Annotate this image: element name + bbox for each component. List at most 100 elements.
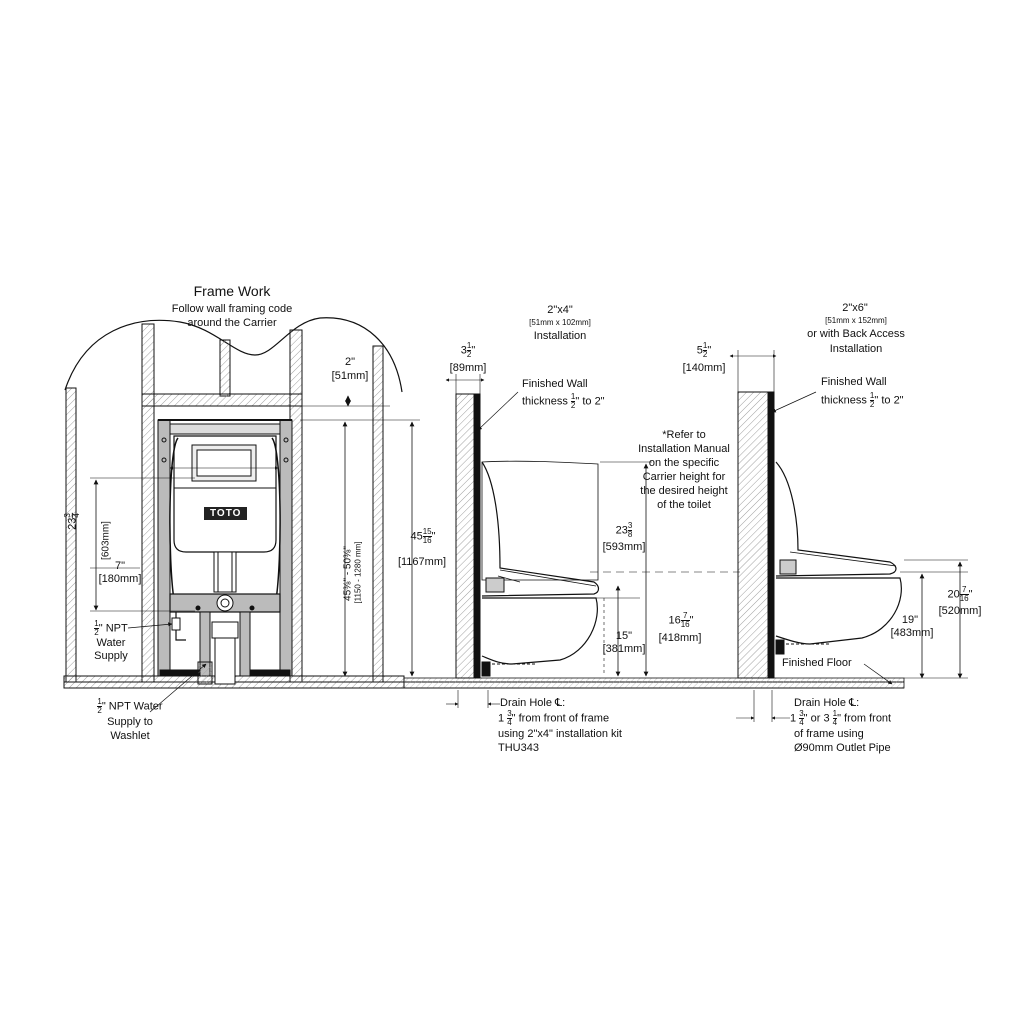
install-2x4-drawing (445, 374, 740, 708)
dim-45-num: 15 (422, 527, 432, 537)
fw-2x4-num: 1 (570, 392, 576, 402)
dim-7in-mm: [180mm] (98, 573, 142, 585)
drain-2x6-c: " from front (837, 712, 892, 725)
npt1-line2: Water (96, 637, 126, 649)
dim-5-whole: 5 (696, 344, 703, 357)
dim-16-den: 16 (680, 620, 690, 629)
install-2x6-drawing (403, 350, 968, 722)
fw-2x6-den: 2 (869, 400, 875, 409)
drain-2x4-line-4: THU343 (498, 742, 539, 754)
frame-work-title: Frame Work (193, 283, 271, 299)
install-2x4-mm: [51mm x 102mm] (529, 318, 591, 327)
frame-work-note-2: around the Carrier (187, 317, 277, 329)
install-2x6-sub-1: or with Back Access (807, 328, 905, 340)
drain-2x4-line-1: Drain Hole ℄: (500, 697, 566, 709)
dim-23b-num: 3 (627, 521, 633, 531)
dim-45-mm: [1167mm] (397, 556, 447, 568)
drain-2x6-num1: 3 (799, 709, 804, 719)
npt2-line1: " NPT Water (101, 700, 163, 713)
refer-line-4: Carrier height for (642, 471, 726, 483)
refer-line-6: of the toilet (657, 499, 711, 511)
drain-2x4-den: 4 (507, 718, 512, 727)
npt1-num: 1 (94, 619, 99, 629)
refer-line-1: *Refer to (662, 429, 706, 441)
dim-7in: 7" (114, 560, 126, 572)
dim-45-whole: 45 (410, 530, 423, 543)
drain-2x6-b: " or 3 (803, 712, 833, 725)
drain-2x6-line-1: Drain Hole ℄: (794, 697, 860, 709)
dim-2in: 2" (344, 356, 356, 368)
dim-5-num: 1 (702, 341, 708, 351)
refer-line-5: the desired height (640, 485, 728, 497)
dim-5-mm: [140mm] (682, 362, 726, 374)
install-2x4-sub: Installation (533, 330, 587, 342)
drain-2x6-num2: 1 (832, 709, 838, 719)
dim-23b-mm: [593mm] (602, 541, 646, 553)
dim-15-mm: [381mm] (602, 643, 646, 655)
dim-3-whole: 3 (460, 344, 467, 357)
dim-23b-whole: 23 (615, 524, 628, 537)
dim-5-den: 2 (702, 350, 708, 359)
fw-2x4-b: " to 2" (575, 395, 605, 408)
fw-2x4-den: 2 (570, 401, 576, 410)
dim-23-den: 4 (71, 513, 81, 518)
dim-20-mm: [520mm] (938, 605, 982, 617)
npt1-line3: Supply (94, 650, 128, 662)
refer-line-3: on the specific (648, 457, 720, 469)
dim-20-num: 7 (959, 586, 969, 595)
npt2-num: 1 (97, 697, 102, 707)
dim-3-mm: [89mm] (449, 362, 487, 374)
fw-2x6-a: thickness (821, 394, 870, 407)
frame-work-drawing (63, 317, 904, 713)
install-2x6-sub-2: Installation (829, 343, 883, 355)
drain-2x4-b: " from front of frame (511, 712, 610, 725)
drain-2x4-num: 3 (507, 709, 512, 719)
dim-20-whole: 20 (947, 588, 960, 601)
dim-16-mm: [418mm] (658, 632, 702, 644)
dim-range-mm: [1150 - 1280 mm] (353, 541, 363, 604)
dim-2in-mm: [51mm] (331, 370, 369, 382)
refer-note: *Refer to Installation Manual on the spe… (626, 428, 742, 512)
dim-range: 45⅜" - 50⅜" (342, 546, 354, 601)
dim-15: 15" (615, 630, 633, 642)
drain-2x6-line-3: of frame using (794, 728, 864, 740)
dim-20-den: 16 (959, 594, 969, 603)
finished-wall-2x4-line1: Finished Wall (522, 378, 588, 390)
drain-2x6-line-4: Ø90mm Outlet Pipe (794, 742, 891, 754)
dim-16-num: 7 (680, 612, 690, 621)
install-2x6-title: 2"x6" (842, 302, 868, 314)
fw-2x6-num: 1 (869, 391, 875, 401)
drain-2x6-a: 1 (790, 712, 800, 725)
install-2x6-mm: [51mm x 152mm] (825, 316, 887, 325)
finished-floor-label: Finished Floor (782, 657, 852, 669)
dim-45-den: 16 (422, 536, 432, 545)
drain-2x4-a: 1 (498, 712, 508, 725)
drain-2x6-den2: 4 (832, 718, 838, 727)
refer-line-2: Installation Manual (638, 443, 730, 455)
fw-2x4-a: thickness (522, 395, 571, 408)
dim-19: 19" (901, 614, 919, 626)
drain-2x6-den1: 4 (799, 718, 804, 727)
drain-2x4-line-3: using 2"x4" installation kit (498, 728, 622, 740)
toto-logo: TOTO (204, 507, 248, 520)
dim-3-den: 2 (466, 350, 472, 359)
npt1-line1: " NPT (98, 622, 128, 635)
npt1-den: 2 (94, 628, 99, 637)
dim-16-whole: 16 (668, 614, 681, 627)
dim-3-num: 1 (466, 341, 472, 351)
install-2x4-title: 2"x4" (547, 304, 573, 316)
